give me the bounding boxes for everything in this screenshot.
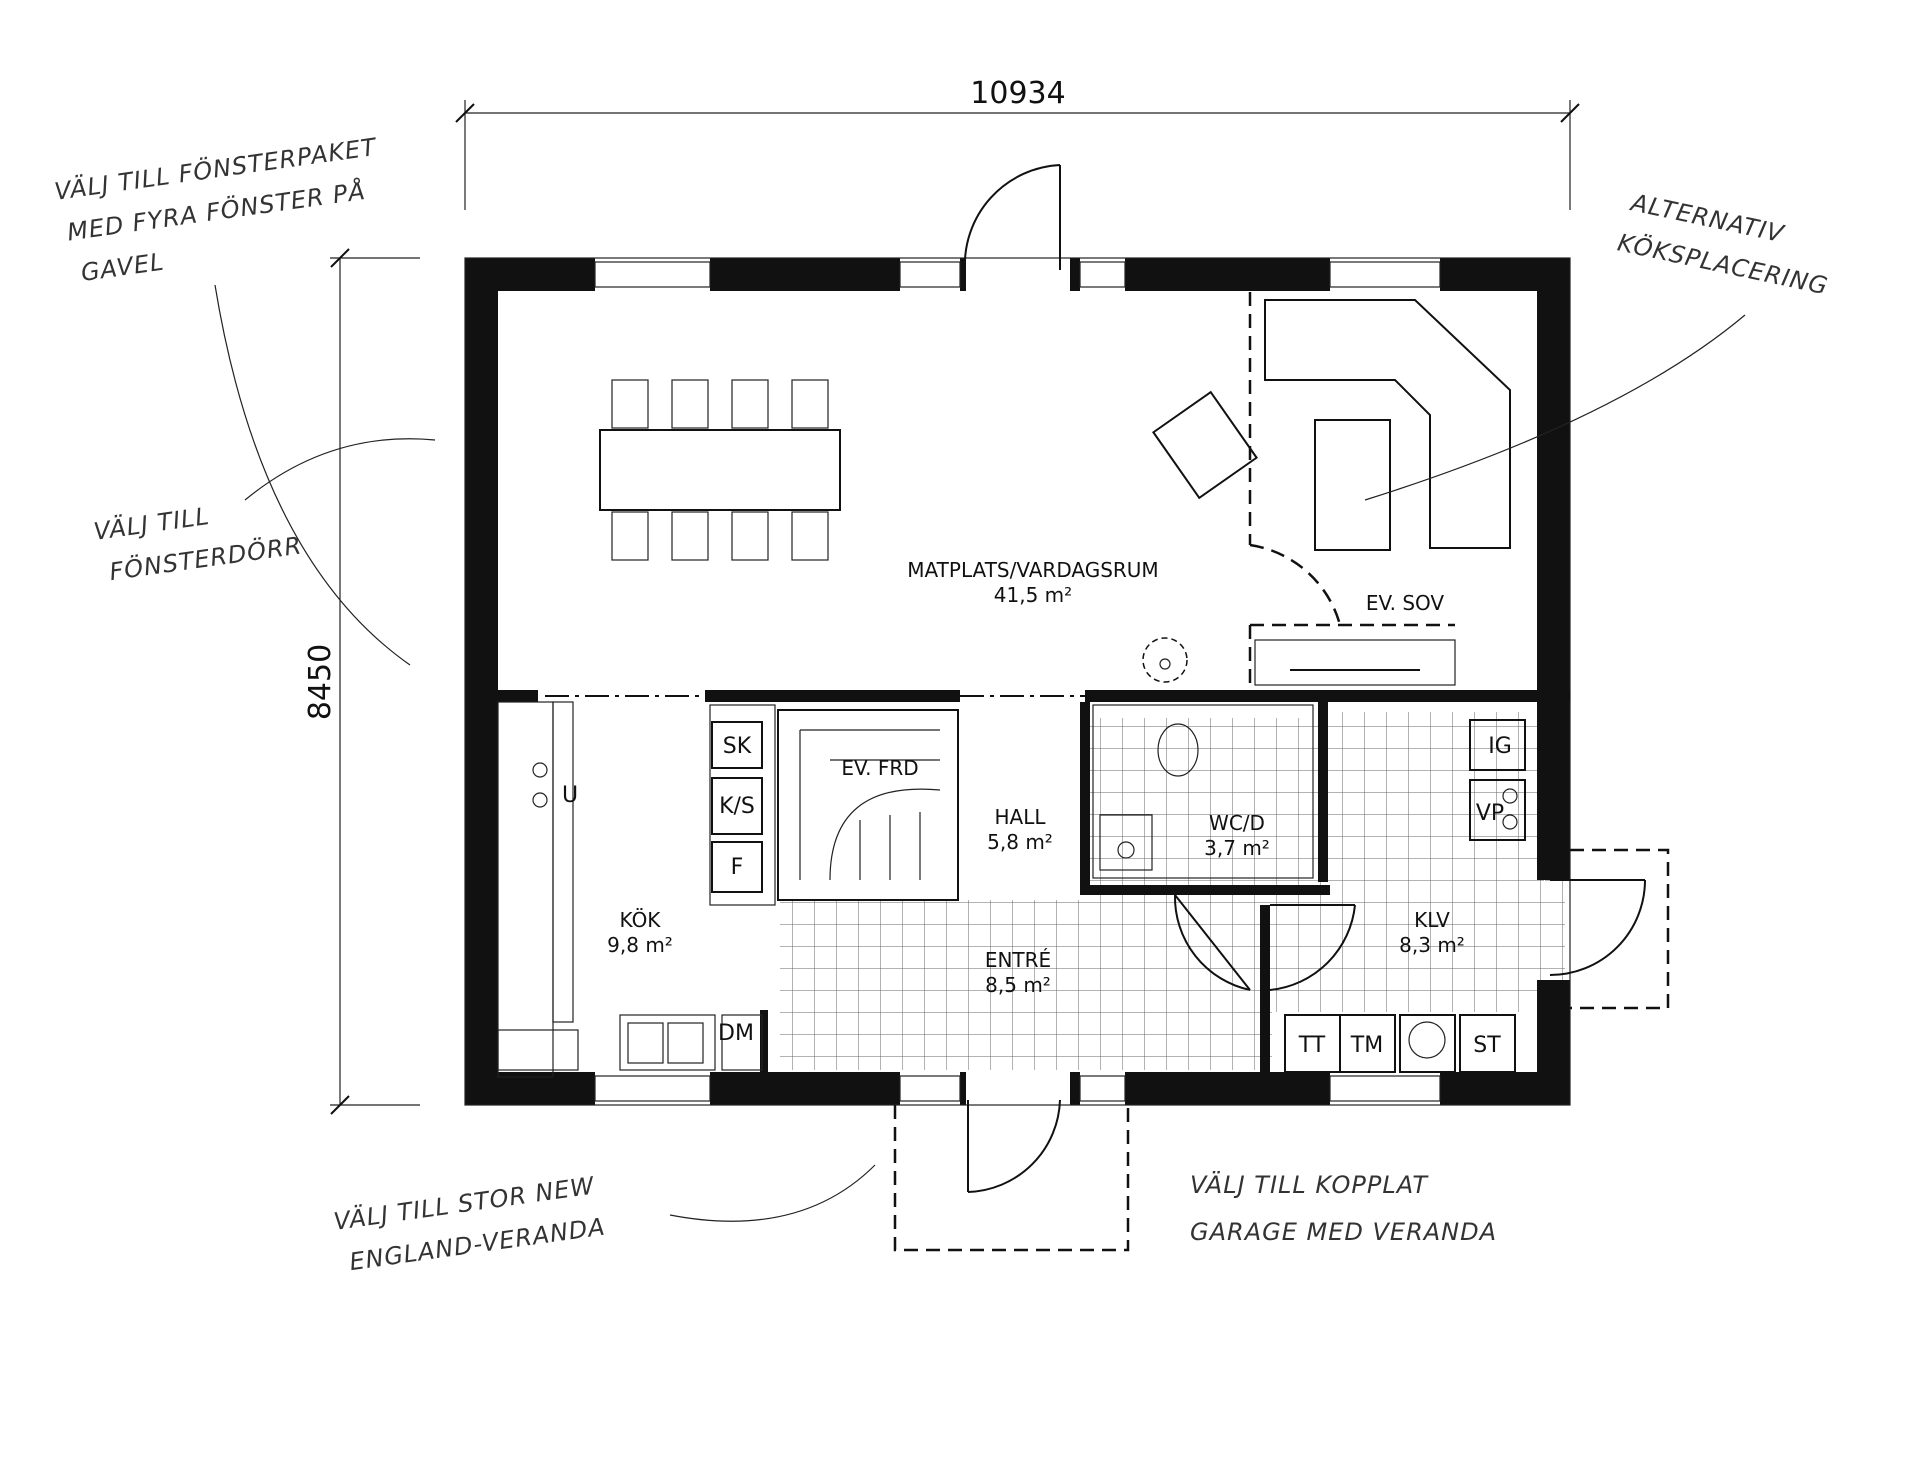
room-area: 5,8 m²: [987, 830, 1053, 854]
room-area: 3,7 m²: [1204, 836, 1270, 860]
room-kok: KÖK 9,8 m²: [607, 908, 673, 957]
room-area: 41,5 m²: [994, 583, 1072, 607]
note-fonsterdorr: VÄLJ TILL FÖNSTERDÖRR: [92, 501, 304, 586]
fixture-dm: DM: [718, 1021, 754, 1046]
room-name: MATPLATS/VARDAGSRUM: [907, 558, 1158, 582]
kitchen-fixture-f: [711, 841, 763, 893]
kitchen-fixture-sk: [711, 721, 763, 769]
room-name: KÖK: [620, 908, 662, 932]
fixture-tt: TT: [1298, 1033, 1326, 1058]
note-line: VÄLJ TILL: [92, 501, 212, 546]
dining-table: [599, 379, 841, 561]
klv-door: [1269, 904, 1356, 991]
fixture-ks: K/S: [719, 794, 755, 819]
fixture-vp: VP: [1476, 801, 1504, 826]
front-door-top: [963, 164, 1061, 271]
note-line: KÖKSPLACERING: [1615, 228, 1831, 301]
height-dimension-label: 8450: [303, 644, 338, 720]
room-name: HALL: [994, 805, 1046, 829]
annotation-leaders: [214, 284, 1746, 1222]
room-klv: KLV 8,3 m²: [1399, 908, 1465, 957]
room-entre: ENTRÉ 8,5 m²: [985, 948, 1051, 997]
exterior-walls: [464, 257, 1571, 1106]
fixture-st-box: [1459, 1014, 1516, 1073]
interior-walls: [498, 690, 1570, 1072]
fixture-ig: IG: [1488, 734, 1512, 759]
front-door-bottom: [967, 1099, 1061, 1193]
staircase: [777, 709, 959, 901]
height-dimension: 8450: [303, 248, 420, 1115]
kitchen-fixture-ks: [711, 777, 763, 835]
armchair: [1151, 390, 1259, 500]
note-veranda: VÄLJ TILL STOR NEW ENGLAND-VERANDA: [332, 1171, 607, 1277]
room-name: KLV: [1414, 908, 1450, 932]
garage-connection-outline: [1570, 848, 1670, 1010]
kitchen-cabinets: [497, 701, 776, 1078]
fixture-vp-box: [1469, 779, 1526, 841]
room-area: 9,8 m²: [607, 933, 673, 957]
note-garage: VÄLJ TILL KOPPLAT GARAGE MED VERANDA: [1190, 1170, 1497, 1246]
width-dimension: 10934: [455, 76, 1580, 210]
wc-door: [1173, 894, 1251, 991]
fixture-sk: SK: [723, 734, 752, 759]
corner-sofa: [1264, 299, 1511, 551]
wc-fixtures: [1092, 704, 1314, 879]
note-line: GAVEL: [79, 248, 166, 287]
fixture-ig-box: [1469, 719, 1526, 771]
note-line: GARAGE MED VERANDA: [1190, 1218, 1497, 1246]
fixture-tm: TM: [1350, 1033, 1383, 1058]
fixture-u: U: [562, 783, 578, 808]
room-ev-sov: EV. SOV: [1366, 591, 1445, 615]
room-wc: WC/D 3,7 m²: [1204, 811, 1270, 860]
width-dimension-label: 10934: [970, 76, 1065, 111]
room-area: 8,5 m²: [985, 973, 1051, 997]
note-alternativ: ALTERNATIV KÖKSPLACERING: [1615, 188, 1831, 301]
room-living: MATPLATS/VARDAGSRUM 41,5 m²: [907, 558, 1158, 607]
room-name: ENTRÉ: [985, 948, 1051, 972]
room-ev-fr: EV. FRD: [841, 756, 918, 780]
fixture-tm-box: [1339, 1014, 1396, 1073]
room-name: WC/D: [1209, 811, 1265, 835]
fixture-st: ST: [1473, 1033, 1501, 1058]
optional-bedroom-partition: [1248, 292, 1455, 690]
room-hall: HALL 5,8 m²: [987, 805, 1053, 854]
utility-sink: [1399, 1014, 1456, 1073]
side-door-right: [1549, 879, 1646, 976]
note-line: VÄLJ TILL KOPPLAT: [1190, 1170, 1429, 1199]
bed: [1254, 639, 1456, 686]
room-area: 8,3 m²: [1399, 933, 1465, 957]
fixture-f: F: [731, 855, 744, 880]
pellet-stove-icon: [1142, 637, 1188, 683]
veranda-outline: [893, 1105, 1130, 1252]
